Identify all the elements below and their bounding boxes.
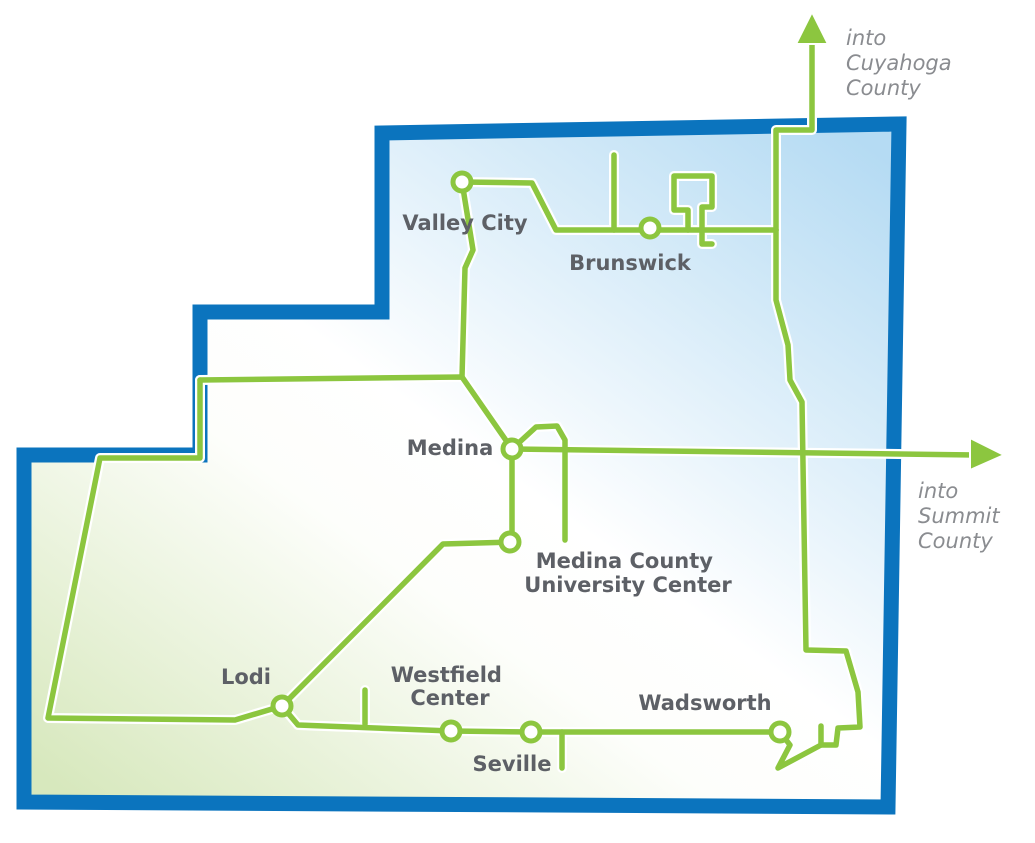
station-marker-medina <box>500 437 524 461</box>
station-label-westfield-center: Westfield Center <box>391 663 510 710</box>
station-label-medina: Medina <box>407 436 494 460</box>
external-label-cuyahoga: into Cuyahoga County <box>846 26 958 100</box>
station-label-valley-city: Valley City <box>402 211 528 235</box>
station-label-brunswick: Brunswick <box>569 251 692 275</box>
station-marker-westfield-center <box>439 719 463 743</box>
route-brunswick-loop <box>671 173 715 247</box>
route-west-loop <box>45 377 285 723</box>
station-marker-seville <box>519 720 543 744</box>
external-label-summit: into Summit County <box>918 479 1006 553</box>
station-label-lodi: Lodi <box>221 665 271 689</box>
route-medina-university <box>509 423 568 543</box>
route-to-cuyahoga <box>773 39 815 233</box>
route-east-corridor <box>773 227 863 748</box>
station-labels: Valley City Brunswick Medina Medina Coun… <box>221 211 772 776</box>
arrow-up-icon <box>794 9 830 45</box>
arrow-right-icon <box>969 436 1007 472</box>
station-marker-valley-city <box>450 170 474 194</box>
route-medina-south <box>279 446 515 709</box>
route-valley-city-medina <box>459 179 476 380</box>
station-label-wadsworth: Wadsworth <box>638 691 771 715</box>
station-marker-brunswick <box>638 216 662 240</box>
station-marker-lodi <box>270 694 294 718</box>
station-label-university-center: Medina County University Center <box>524 549 732 597</box>
route-to-summit <box>509 446 978 458</box>
station-marker-wadsworth <box>768 720 792 744</box>
station-marker-university-center <box>498 530 522 554</box>
external-destination-labels: into Cuyahoga County into Summit County <box>846 26 1006 553</box>
route-valley-city-brunswick <box>459 179 779 233</box>
station-label-seville: Seville <box>473 752 552 776</box>
county-boundary <box>16 116 907 815</box>
station-markers <box>270 170 792 744</box>
